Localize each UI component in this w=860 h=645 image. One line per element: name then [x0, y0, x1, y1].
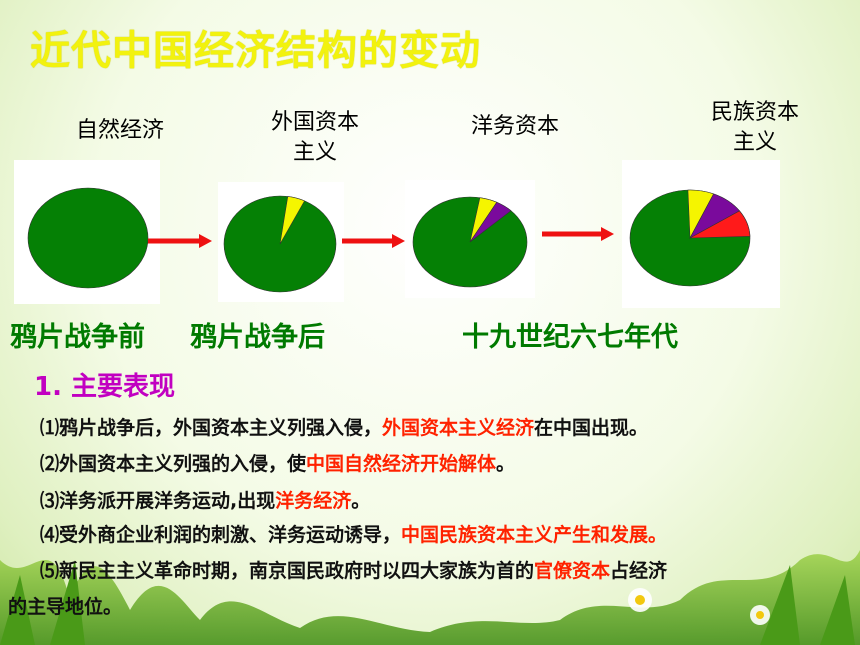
stage-label-foreign: 外国资本主义 — [270, 110, 359, 165]
stage-label-natural: 自然经济 — [75, 118, 164, 143]
pie-panel-1 — [14, 160, 160, 304]
era-after-opium-war: 鸦片战争后 — [190, 322, 325, 353]
point-1: ⑴鸦片战争后，外国资本主义列强入侵，外国资本主义经济在中国出现。 — [40, 417, 649, 439]
section-heading: 1. 主要表现 — [34, 372, 176, 402]
page-title: 近代中国经济结构的变动 — [30, 28, 481, 74]
point-5-continued: 的主导地位。 — [8, 596, 123, 618]
stage-label-yangwu: 洋务资本 — [470, 114, 559, 139]
pie-panel-4 — [622, 160, 780, 308]
pie-panel-2 — [218, 182, 344, 302]
stage-label-national: 民族资本主义 — [710, 100, 799, 155]
point-3: ⑶洋务派开展洋务运动,出现洋务经济。 — [40, 490, 371, 512]
point-5: ⑸新民主主义革命时期，南京国民政府时以四大家族为首的官僚资本占经济 — [40, 560, 668, 582]
era-1860s-70s: 十九世纪六七年代 — [462, 322, 678, 353]
point-4: ⑷受外商企业利润的刺激、洋务运动诱导，中国民族资本主义产生和发展。 — [40, 524, 668, 546]
era-before-opium-war: 鸦片战争前 — [10, 322, 145, 353]
point-2: ⑵外国资本主义列强的入侵，使中国自然经济开始解体。 — [40, 453, 516, 475]
pie-panel-3 — [405, 180, 535, 298]
